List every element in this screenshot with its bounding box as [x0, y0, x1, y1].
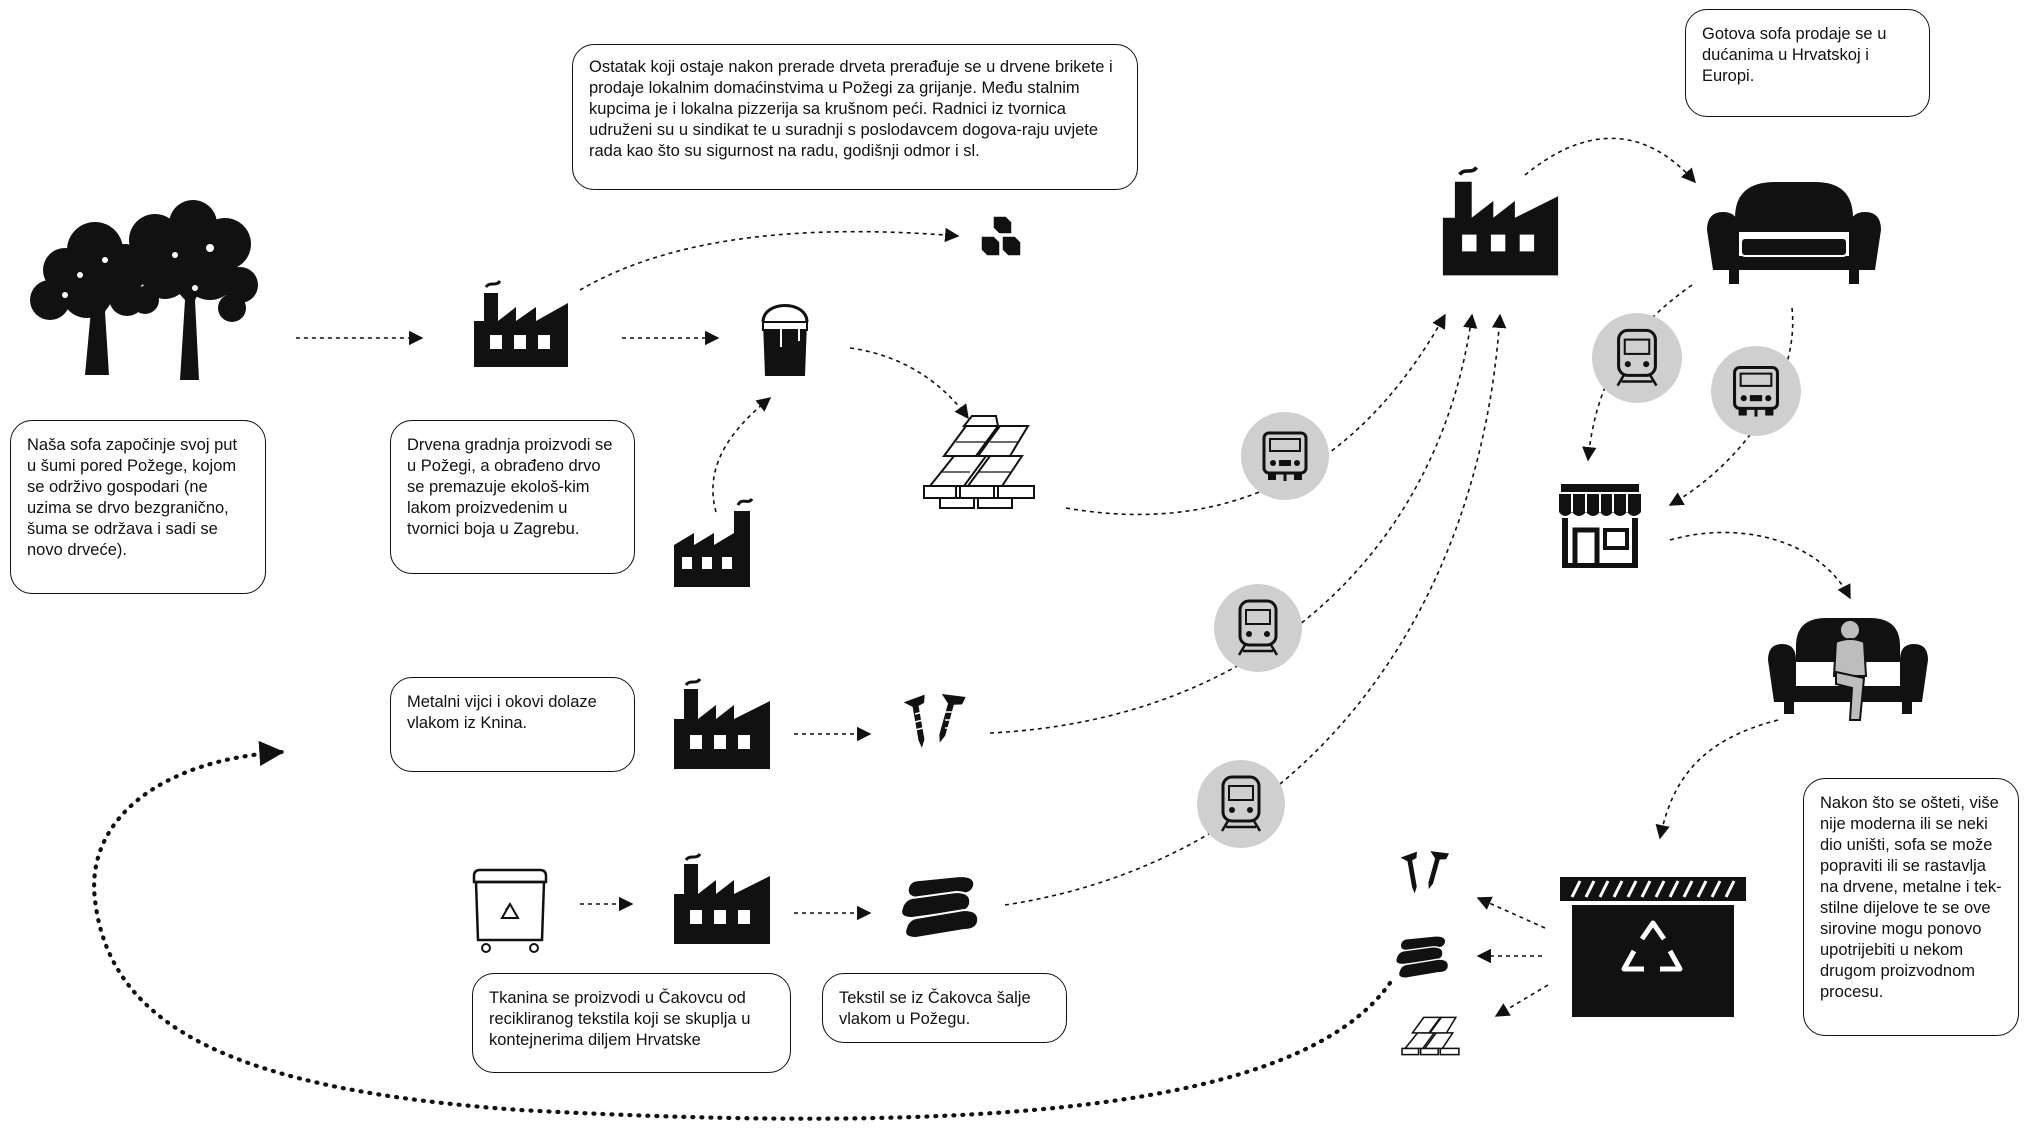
metal-description: Metalni vijci i okovi dolaze vlakom iz K…: [390, 677, 635, 772]
recycling-bin-icon: [472, 868, 548, 953]
arrow-factory2-to-sofa: [1524, 137, 1696, 184]
arrow-paint-to-lumber: [849, 347, 969, 420]
factory-icon-paint: [674, 497, 754, 587]
arrow-circular-return: [92, 740, 1393, 1121]
arrow-lumber-to-factory2: [1065, 313, 1446, 516]
end-of-life-description: Nakon što se ošteti, više nije moderna i…: [1803, 778, 2019, 1036]
briquettes-icon: [980, 215, 1022, 257]
lumber-stack-icon: [923, 415, 1035, 509]
wood-production-description: Drvena gradnja proizvodi se u Požegi, a …: [390, 420, 635, 574]
factory-icon-metal: [674, 678, 770, 769]
recycling-facility-icon: [1560, 877, 1746, 1017]
arrow-recycle-to-lumber: [1494, 984, 1549, 1017]
forest-description: Naša sofa započinje svoj put u šumi pore…: [10, 420, 266, 594]
arrow-screws-to-factory2: [989, 313, 1478, 734]
textile-transport-description: Tekstil se iz Čakovca šalje vlakom u Pož…: [822, 973, 1067, 1043]
shop-icon: [1559, 484, 1641, 568]
arrow-factory-to-briquettes: [579, 227, 960, 291]
train-icon: [1214, 584, 1302, 672]
paint-bucket-icon: [761, 304, 809, 376]
fabric-description: Tkanina se proizvodi u Čakovcu od recikl…: [472, 973, 791, 1073]
textile-rolls-icon: [900, 874, 980, 940]
screws-icon: [903, 693, 966, 748]
factory-icon-sofa: [1442, 166, 1559, 276]
trees-icon: [30, 200, 258, 380]
screws-icon-recycled: [1400, 851, 1450, 894]
truck-icon-sales: [1711, 346, 1801, 436]
sales-description: Gotova sofa prodaje se u dućanima u Hrva…: [1685, 9, 1930, 117]
arrow-user-to-recycle: [1655, 719, 1779, 840]
train-icon-sales: [1592, 313, 1682, 403]
factory-icon: [474, 280, 568, 367]
textile-rolls-icon-recycled: [1395, 935, 1450, 979]
arrow-textile-to-factory2: [1004, 313, 1507, 906]
leftovers-description: Ostatak koji ostaje nakon prerade drveta…: [572, 44, 1138, 190]
arrow-recycle-to-screws: [1476, 896, 1546, 929]
lumber-stack-icon-recycled: [1401, 1016, 1460, 1056]
person-on-sofa-icon: [1768, 618, 1928, 721]
arrow-shop-to-user: [1669, 531, 1851, 600]
sofa-icon: [1707, 182, 1881, 284]
train-icon-textile: [1197, 760, 1285, 848]
truck-icon: [1241, 412, 1329, 500]
factory-icon-textile: [674, 853, 770, 944]
